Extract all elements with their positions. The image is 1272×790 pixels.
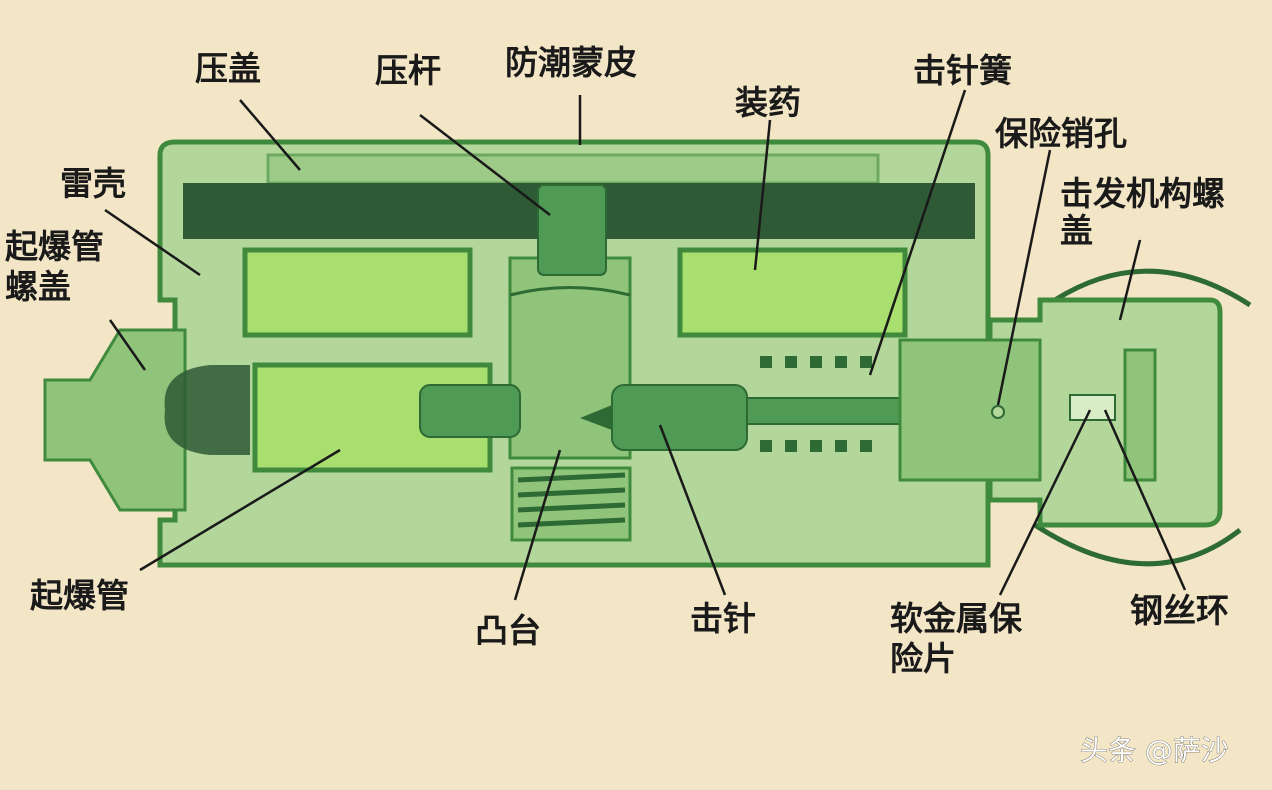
safety-pin-hole: [991, 405, 1005, 419]
label-detonator: 起爆管: [30, 576, 129, 615]
label-detonator-cap-1: 起爆管: [5, 227, 104, 266]
press-cap: [266, 153, 880, 185]
watermark: 头条 @萨沙: [1080, 734, 1229, 767]
label-press-rod: 压杆: [375, 51, 441, 90]
striker-point: [580, 405, 612, 430]
label-press-cap: 压盖: [195, 49, 261, 88]
label-boss: 凸台: [475, 611, 541, 650]
label-moisture-skin: 防潮蒙皮: [505, 43, 637, 82]
moisture-skin: [509, 286, 631, 297]
striker-spring: [760, 356, 872, 452]
label-detonator-cap-2: 螺盖: [5, 267, 71, 306]
label-striker-spring: 击针簧: [913, 51, 1012, 90]
charge-left: [242, 247, 473, 338]
label-striker: 击针: [690, 599, 756, 638]
detonator-cap: [43, 328, 187, 512]
label-safety-pin-hole: 保险销孔: [995, 114, 1127, 153]
label-soft-metal-2: 险片: [890, 639, 956, 678]
boss: [419, 384, 521, 438]
wire-ring-lower: [1033, 522, 1242, 567]
firing-cap-thread: [898, 338, 1042, 482]
label-mine-shell: 雷壳: [60, 164, 126, 203]
label-soft-metal-1: 软金属保: [890, 599, 1023, 638]
charge-right: [677, 247, 908, 338]
wire-ring-upper: [1053, 268, 1252, 308]
label-wire-ring: 钢丝环: [1130, 591, 1229, 630]
striker: [611, 384, 748, 451]
press-rod: [537, 184, 607, 276]
leader-lines: [104, 89, 1187, 601]
label-firing-cap-2: 盖: [1060, 211, 1093, 250]
firing-cap-ring: [1123, 348, 1157, 482]
detonator-tip: [164, 365, 250, 455]
label-firing-cap-1: 击发机构螺: [1060, 174, 1225, 213]
bottom-spring: [517, 472, 626, 528]
label-charge: 装药: [735, 83, 801, 122]
